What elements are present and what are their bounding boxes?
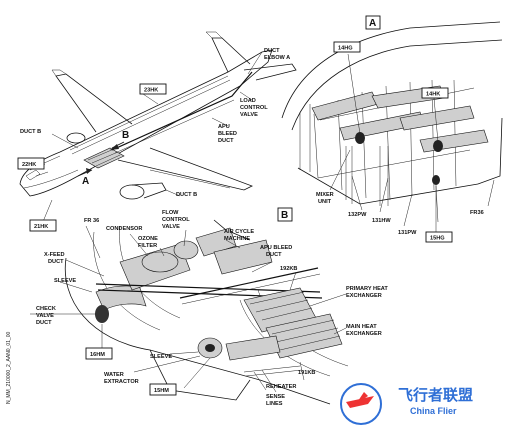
- zone-23hk: 23HK: [144, 88, 158, 94]
- aircraft-overview: [19, 31, 297, 225]
- label-mhx-1: MAIN HEAT: [346, 324, 377, 330]
- watermark-cn: 飞行者联盟: [398, 386, 473, 404]
- label-apu-bleed-1: APU: [218, 124, 230, 130]
- label-ozone-1: OZONE: [138, 236, 158, 242]
- zone-15hg: 15HG: [430, 236, 445, 242]
- label-apu-bleed-b-1: APU BLEED: [260, 245, 292, 251]
- label-192kb: 192KB: [280, 266, 297, 272]
- watermark-en: China Flier: [410, 406, 457, 416]
- label-apu-bleed-3: DUCT: [218, 138, 234, 144]
- label-mixer-2: UNIT: [318, 199, 332, 205]
- zone-box-23hk: 23HK: [139, 83, 167, 95]
- label-phx-2: EXCHANGER: [346, 293, 382, 299]
- label-acm-1: AIR CYCLE: [224, 229, 254, 235]
- label-load-control-3: VALVE: [240, 112, 258, 118]
- zone-21hk: 21HK: [34, 224, 48, 230]
- label-apu-bleed-2: BLEED: [218, 131, 237, 137]
- label-load-control-1: LOAD: [240, 98, 256, 104]
- label-ozone-2: FILTER: [138, 243, 157, 249]
- zone-15hm: 15HM: [154, 388, 169, 394]
- drawing-reference-code: N_MM_210000_2_AAN0_01_00: [6, 332, 12, 404]
- label-check-3: DUCT: [36, 320, 52, 326]
- zone-box-21hk: 21HK: [29, 219, 57, 232]
- watermark: 飞行者联盟 China Flier: [340, 383, 473, 425]
- zone-box-14hg: 14HG: [333, 41, 361, 53]
- label-duct-b-left: DUCT B: [20, 129, 41, 135]
- label-duct-b-bottom: DUCT B: [176, 192, 197, 198]
- zone-22hk: 22HK: [22, 162, 36, 168]
- zone-14hg: 14HG: [338, 46, 353, 52]
- label-water-1: WATER: [104, 372, 124, 378]
- zone-14hk: 14HK: [426, 92, 440, 98]
- label-flow-1: FLOW: [162, 210, 179, 216]
- label-apu-bleed-b-2: DUCT: [266, 252, 282, 258]
- label-phx-1: PRIMARY HEAT: [346, 286, 388, 292]
- zone-box-15hg: 15HG: [425, 231, 453, 243]
- label-condensor: CONDENSOR: [106, 226, 142, 232]
- label-mixer-1: MIXER: [316, 192, 334, 198]
- label-mhx-2: EXCHANGER: [346, 331, 382, 337]
- arrow-label-a: A: [82, 176, 89, 187]
- zone-box-16hm: 16HM: [85, 347, 113, 360]
- label-load-control-2: CONTROL: [240, 105, 268, 111]
- label-flow-3: VALVE: [162, 224, 180, 230]
- detail-a-drawing: [281, 15, 503, 232]
- label-flow-2: CONTROL: [162, 217, 190, 223]
- label-sleeve-top: SLEEVE: [54, 278, 76, 284]
- label-duct-elbow-2: ELBOW A: [264, 55, 290, 61]
- label-duct-elbow-1: DUCT: [264, 48, 280, 54]
- view-marker-b: B: [281, 210, 288, 221]
- label-sleeve-bottom: SLEEVE: [150, 354, 172, 360]
- label-xfeed-2: DUCT: [48, 259, 64, 265]
- label-fr36-b: FR 36: [84, 218, 99, 224]
- label-191kb: 191KB: [298, 370, 315, 376]
- label-131hw: 131HW: [372, 218, 391, 224]
- label-xfeed-1: X-FEED: [44, 252, 65, 258]
- zone-box-15hm: 15HM: [149, 383, 177, 396]
- zone-16hm: 16HM: [90, 352, 105, 358]
- detail-b-drawing: [30, 207, 349, 405]
- zone-box-14hk: 14HK: [421, 87, 449, 99]
- arrow-label-b: B: [122, 130, 129, 141]
- label-acm-2: MACHINE: [224, 236, 250, 242]
- label-fr36-a: FR36: [470, 210, 484, 216]
- label-check-1: CHECK: [36, 306, 56, 312]
- zone-box-22hk: 22HK: [17, 157, 45, 170]
- label-reheater: REHEATER: [266, 384, 296, 390]
- view-marker-a: A: [369, 18, 376, 29]
- label-sense-1: SENSE: [266, 394, 285, 400]
- label-water-2: EXTRACTOR: [104, 379, 139, 385]
- label-check-2: VALVE: [36, 313, 54, 319]
- label-sense-2: LINES: [266, 401, 283, 407]
- label-131pw: 131PW: [398, 230, 417, 236]
- label-132pw: 132PW: [348, 212, 367, 218]
